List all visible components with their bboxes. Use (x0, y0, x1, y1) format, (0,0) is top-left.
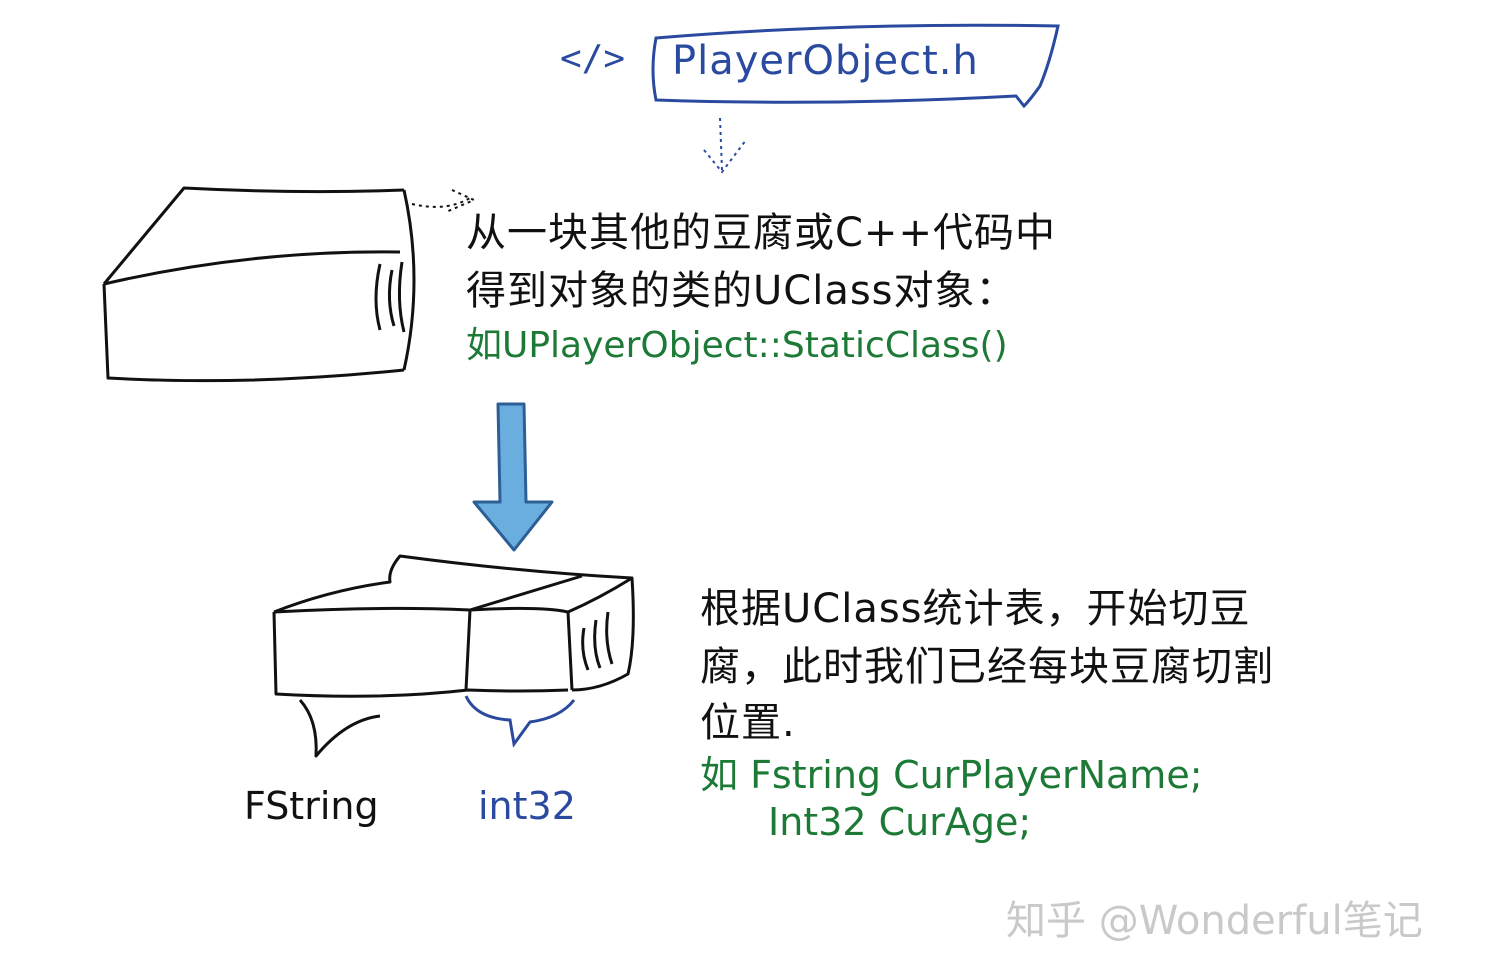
label-fstring: FString (244, 784, 379, 828)
file-label-box (651, 23, 1060, 109)
tofu-block-cut (272, 554, 635, 758)
down-arrow (472, 402, 554, 552)
bottom-note-line1: 根据UClass统计表，开始切豆 (700, 586, 1251, 632)
bottom-note-line2: 腐，此时我们已经每块豆腐切割 (700, 644, 1274, 690)
code-icon: </> (560, 38, 626, 79)
top-note-line2: 得到对象的类的UClass对象： (466, 268, 1017, 314)
int32-bracket (464, 695, 576, 748)
top-note-line1: 从一块其他的豆腐或C++代码中 (466, 210, 1056, 256)
bottom-note-line3: 位置. (700, 700, 796, 746)
watermark: 知乎 @Wonderful笔记 (1006, 898, 1423, 944)
dotted-arrow-down (703, 117, 747, 174)
top-note-example: 如UPlayerObject::StaticClass() (466, 325, 1008, 366)
file-label: PlayerObject.h (672, 38, 979, 84)
bottom-code-line1: 如 Fstring CurPlayerName; (700, 753, 1203, 797)
tofu-block-top (102, 186, 475, 383)
label-int32: int32 (478, 784, 576, 828)
bottom-code-line2: Int32 CurAge; (768, 800, 1032, 844)
